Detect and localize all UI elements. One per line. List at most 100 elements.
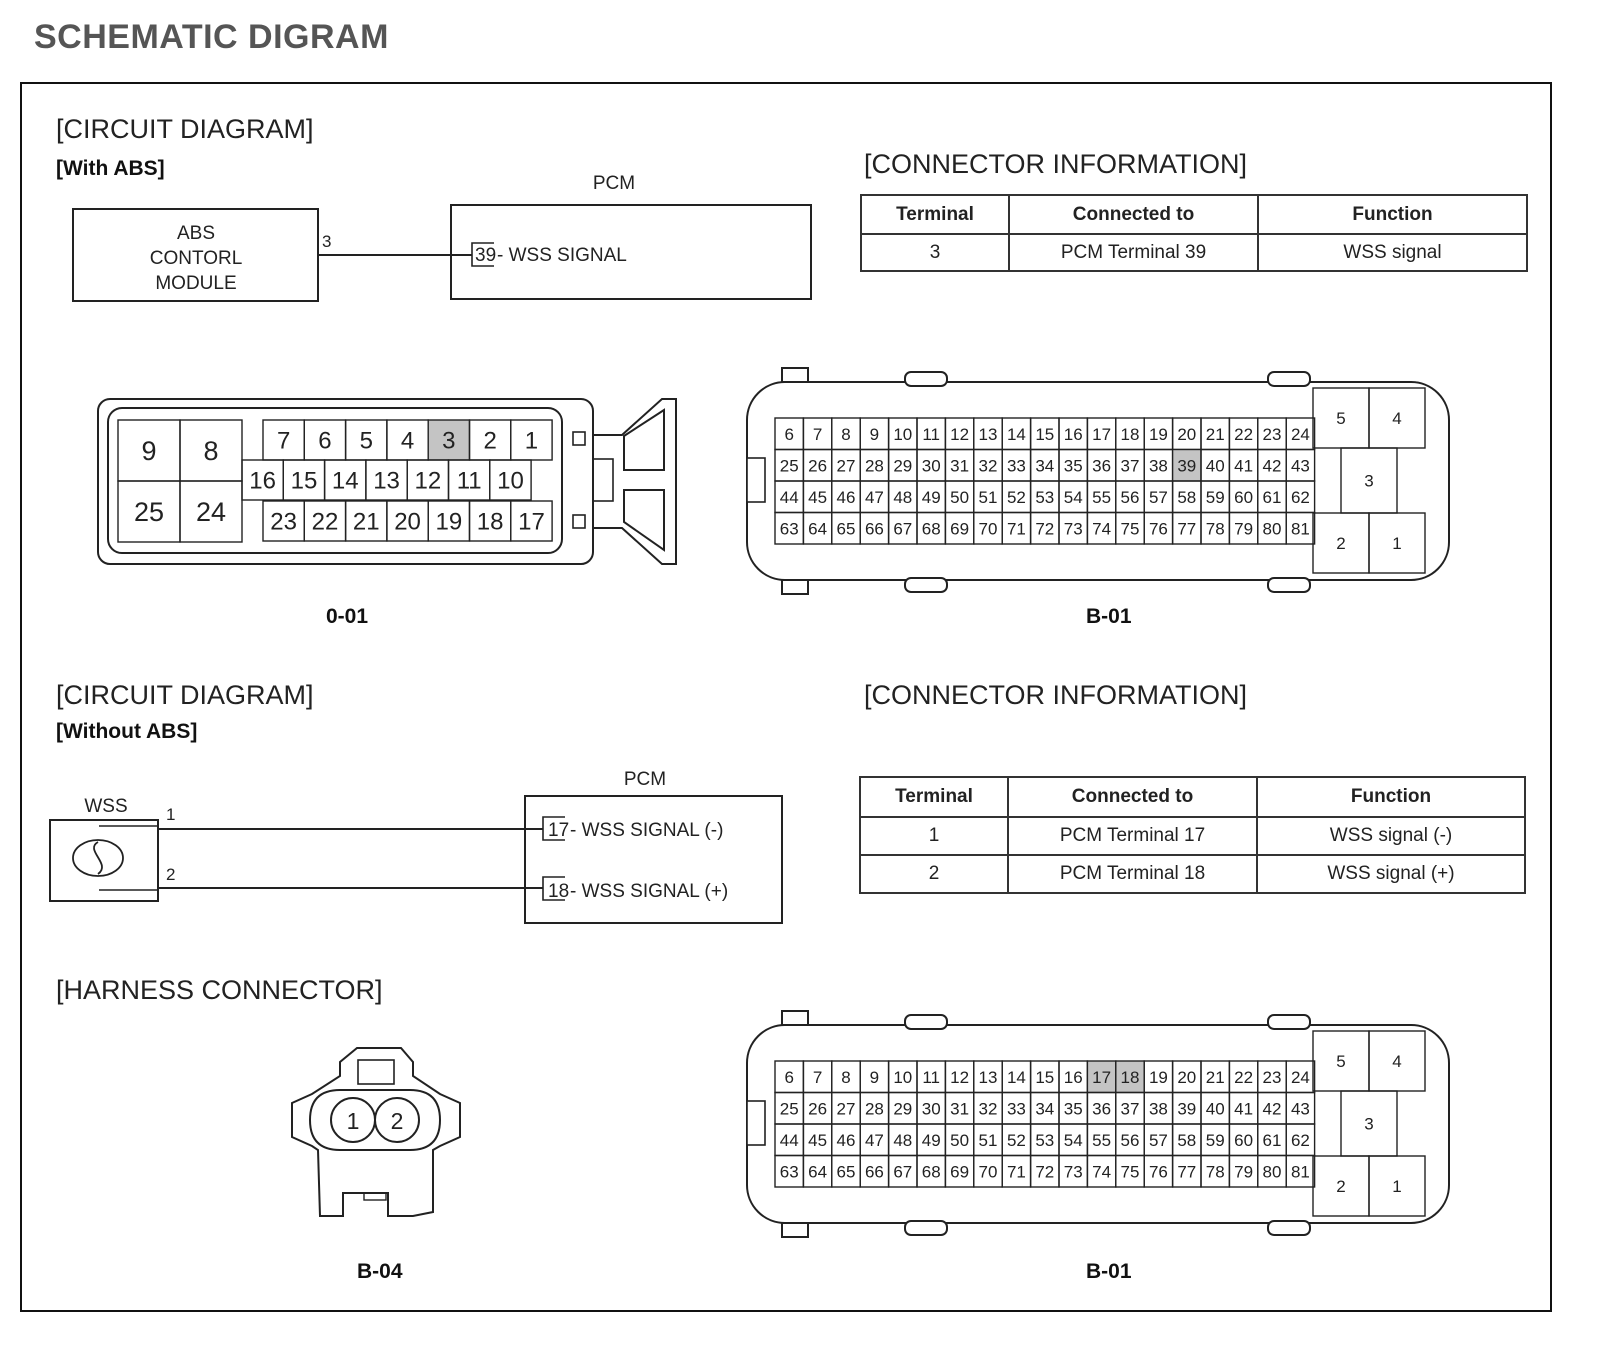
- b-04-pin-2: 2: [391, 1108, 404, 1134]
- terminal-number: 8: [841, 425, 850, 444]
- b-01-post: [781, 579, 809, 595]
- terminal-number: 16: [1064, 1068, 1083, 1087]
- terminal-number: 5: [1336, 409, 1345, 428]
- terminal-number: 23: [1263, 1068, 1282, 1087]
- terminal-number: 19: [435, 509, 462, 536]
- terminal-number: 7: [813, 1068, 822, 1087]
- terminal-number: 26: [808, 456, 827, 475]
- table-cell: 2: [859, 854, 1009, 894]
- terminal-number: 22: [1234, 1068, 1253, 1087]
- b-01-side-tab: [746, 457, 766, 503]
- terminal-number: 46: [837, 488, 856, 507]
- connector-0-01-lock-bottom: [623, 489, 665, 552]
- terminal-number: 74: [1092, 519, 1111, 538]
- terminal-number: 29: [893, 1099, 912, 1118]
- terminal-number: 73: [1064, 1162, 1083, 1181]
- terminal-number: 63: [780, 519, 799, 538]
- connector-0-01-label: 0-01: [326, 605, 369, 628]
- connector-0-01-tab-bottom: [572, 514, 586, 529]
- terminal-number: 13: [979, 1068, 998, 1087]
- terminal-number: 17: [1092, 1068, 1111, 1087]
- terminal-number: 71: [1007, 519, 1026, 538]
- terminal-number: 54: [1064, 1131, 1083, 1150]
- terminal-number: 2: [483, 428, 496, 455]
- wss-label: WSS: [84, 796, 127, 817]
- terminal-number: 66: [865, 519, 884, 538]
- terminal-number: 61: [1263, 1131, 1282, 1150]
- terminal-number: 21: [1206, 1068, 1225, 1087]
- terminal-number: 39: [1177, 456, 1196, 475]
- terminal-number: 71: [1007, 1162, 1026, 1181]
- terminal-number: 3: [1364, 472, 1373, 491]
- terminal-number: 36: [1092, 1099, 1111, 1118]
- table-cell: WSS signal (+): [1256, 854, 1526, 894]
- terminal-number: 19: [1149, 1068, 1168, 1087]
- terminal-number: 33: [1007, 1099, 1026, 1118]
- terminal-number: 50: [950, 1131, 969, 1150]
- terminal-number: 30: [922, 1099, 941, 1118]
- terminal-cell: [1368, 512, 1426, 574]
- b-04-pin-1: 1: [347, 1108, 360, 1134]
- table-header-function: Function: [1256, 776, 1526, 818]
- abs-pcm-pin-bracket: [471, 242, 494, 267]
- terminal-number: 23: [1263, 425, 1282, 444]
- b-01-post: [781, 1010, 809, 1026]
- terminal-number: 15: [1035, 425, 1054, 444]
- abs-pcm-label: PCM: [593, 173, 635, 194]
- terminal-number: 20: [1177, 1068, 1196, 1087]
- terminal-number: 24: [196, 497, 226, 527]
- terminal-number: 2: [1336, 1177, 1345, 1196]
- terminal-number: 56: [1121, 1131, 1140, 1150]
- b-01-clip: [1267, 1220, 1311, 1236]
- terminal-number: 52: [1007, 1131, 1026, 1150]
- terminal-number: 5: [360, 428, 373, 455]
- terminal-number: 62: [1291, 1131, 1310, 1150]
- terminal-number: 60: [1234, 488, 1253, 507]
- terminal-number: 40: [1206, 1099, 1225, 1118]
- terminal-number: 51: [979, 1131, 998, 1150]
- terminal-cell: [1115, 1060, 1145, 1094]
- terminal-number: 42: [1263, 456, 1282, 475]
- terminal-number: 39: [1177, 1099, 1196, 1118]
- table-header-terminal: Terminal: [859, 776, 1009, 818]
- terminal-number: 15: [291, 468, 318, 495]
- terminal-number: 25: [780, 456, 799, 475]
- terminal-number: 24: [1291, 1068, 1310, 1087]
- terminal-number: 75: [1121, 519, 1140, 538]
- connector-0-01-lock-top: [623, 408, 665, 471]
- terminal-number: 74: [1092, 1162, 1111, 1181]
- b-01-clip: [1267, 1014, 1311, 1030]
- page-title: SCHEMATIC DIGRAM: [34, 18, 389, 56]
- no-abs-circuit-title: [CIRCUIT DIAGRAM]: [56, 680, 314, 710]
- terminal-number: 56: [1121, 488, 1140, 507]
- pcm-pin-18-bracket: [542, 876, 565, 901]
- terminal-number: 68: [922, 1162, 941, 1181]
- terminal-number: 8: [841, 1068, 850, 1087]
- terminal-number: 53: [1035, 1131, 1054, 1150]
- terminal-number: 48: [893, 488, 912, 507]
- abs-connector-info-table: Terminal Connected to Function 3 PCM Ter…: [860, 194, 1528, 272]
- terminal-number: 44: [780, 1131, 799, 1150]
- terminal-cell: [510, 500, 553, 542]
- terminal-number: 20: [394, 509, 421, 536]
- terminal-number: 62: [1291, 488, 1310, 507]
- b-01-clip: [904, 1014, 948, 1030]
- terminal-number: 14: [332, 468, 359, 495]
- abs-pcm-box: [450, 204, 812, 300]
- table-cell: 1: [859, 816, 1009, 856]
- terminal-number: 44: [780, 488, 799, 507]
- terminal-number: 79: [1234, 519, 1253, 538]
- terminal-number: 63: [780, 1162, 799, 1181]
- terminal-number: 48: [893, 1131, 912, 1150]
- terminal-number: 67: [893, 519, 912, 538]
- wss-sensor-wave-icon: [93, 841, 103, 875]
- table-header-connected-to: Connected to: [1008, 194, 1259, 235]
- b-04-latch: [357, 1059, 395, 1085]
- terminal-number: 49: [922, 488, 941, 507]
- terminal-number: 28: [865, 1099, 884, 1118]
- terminal-number: 19: [1149, 425, 1168, 444]
- abs-module-line-2: CONTORL: [150, 248, 243, 269]
- terminal-number: 8: [203, 436, 218, 466]
